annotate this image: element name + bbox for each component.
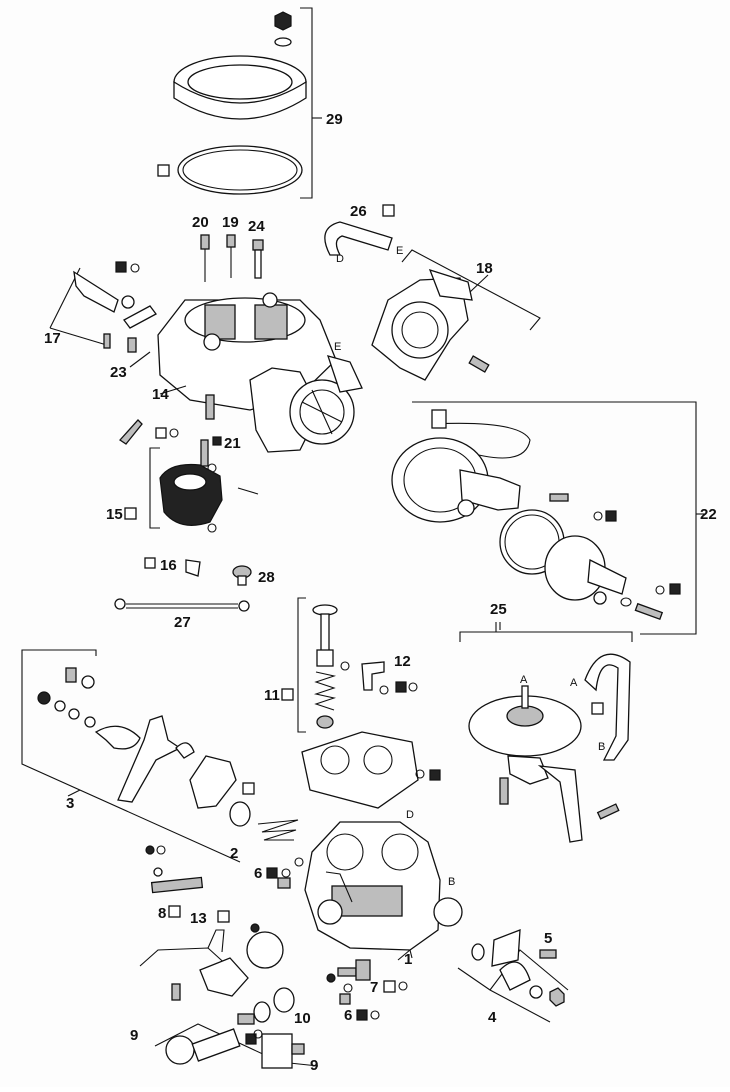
part-22-pulldown-unit [391, 401, 706, 635]
label-9a: 9 [130, 1027, 138, 1044]
part-26-hose [324, 204, 395, 256]
label-16: 16 [160, 557, 177, 574]
part-1-carburetor-body [304, 821, 463, 959]
label-23: 23 [110, 364, 127, 381]
part-2-spring [229, 801, 304, 867]
letter-b-body: B [448, 876, 455, 888]
label-19: 19 [222, 214, 239, 231]
part-13-cover [139, 923, 284, 1001]
label-24: 24 [248, 218, 265, 235]
letter-a-hose: A [570, 677, 578, 689]
label-29: 29 [326, 111, 343, 128]
label-1: 1 [404, 951, 412, 968]
letter-d-hose: D [336, 253, 344, 265]
parts-4-5-fast-idle-cam [457, 929, 569, 1023]
label-15: 15 [106, 506, 123, 523]
label-7: 7 [370, 979, 378, 996]
label-3: 3 [66, 795, 74, 812]
label-21: 21 [224, 435, 241, 452]
label-10: 10 [294, 1010, 311, 1027]
parts-6-7-jets [326, 959, 408, 1021]
parts-11-12-pump [281, 597, 418, 733]
carburetor-upper-body [119, 292, 363, 453]
label-28: 28 [258, 569, 275, 586]
part-9-10-cutoff-valve [154, 987, 319, 1069]
letter-b-hose: B [598, 741, 605, 753]
part-29-air-cleaner-ring [157, 7, 322, 199]
label-2: 2 [230, 845, 238, 862]
letter-d-body: D [406, 809, 414, 821]
label-12: 12 [394, 653, 411, 670]
label-22: 22 [700, 506, 717, 523]
parts-19-20-24-jets-screws [200, 234, 264, 282]
connection-letters: D E E A A B D B [334, 245, 605, 888]
part-3-throttle-linkage [21, 649, 255, 863]
label-6a: 6 [254, 865, 262, 882]
part-17-linkage [49, 261, 157, 353]
letter-e-hose: E [396, 245, 403, 257]
label-27: 27 [174, 614, 191, 631]
label-17: 17 [44, 330, 61, 347]
base-gasket [301, 731, 441, 809]
label-4: 4 [488, 1009, 497, 1026]
letter-a-diaphragm: A [520, 674, 528, 686]
label-9b: 9 [310, 1057, 318, 1074]
label-11: 11 [264, 687, 280, 704]
parts-16-27-28 [114, 557, 252, 612]
part-number-labels: 29 26 20 19 24 18 17 23 14 21 15 22 16 2… [44, 111, 717, 1074]
parts-6-8-13 [145, 845, 291, 923]
label-8: 8 [158, 905, 166, 922]
leader-lines [129, 274, 497, 961]
part-18-choke-housing [371, 249, 541, 381]
label-14: 14 [152, 386, 169, 403]
label-25: 25 [490, 601, 507, 618]
label-5: 5 [544, 930, 552, 947]
label-6b: 6 [344, 1007, 352, 1024]
label-20: 20 [192, 214, 209, 231]
part-25-vacuum-diaphragm [459, 622, 633, 843]
letter-e-body: E [334, 341, 341, 353]
label-13: 13 [190, 910, 207, 927]
parts-15-21-float [124, 436, 259, 533]
label-26: 26 [350, 203, 367, 220]
label-18: 18 [476, 260, 493, 277]
